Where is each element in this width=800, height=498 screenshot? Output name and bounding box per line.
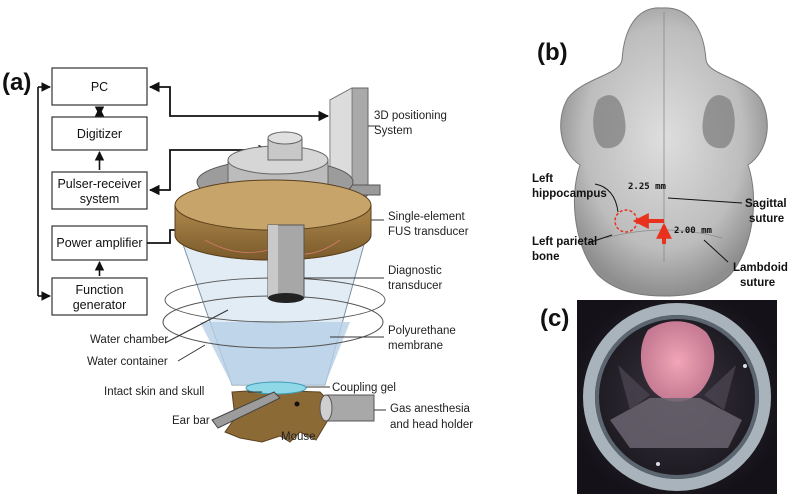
- membrane-label-line2: membrane: [388, 340, 443, 352]
- pc-box: PC: [51, 67, 148, 106]
- ear-bar: [211, 391, 281, 429]
- digitizer-box: Digitizer: [51, 116, 148, 151]
- head-holder: [319, 394, 375, 422]
- water-container-label: Water container: [87, 356, 168, 368]
- lambdoid-label-line2: suture: [740, 277, 775, 289]
- dist-vertical-label: 2.00 mm: [674, 226, 713, 236]
- gas-label-line2: and head holder: [390, 419, 473, 431]
- power-amplifier-box: Power amplifier: [51, 225, 148, 261]
- sagittal-leader: [667, 197, 743, 204]
- pulser-to-transducer-arrow: [148, 144, 270, 196]
- pulser-receiver-box: Pulser-receiver system: [51, 171, 148, 210]
- sagittal-label-line2: suture: [749, 213, 784, 225]
- digitizer-label: Digitizer: [77, 127, 122, 141]
- water-container: [162, 229, 386, 386]
- left-bus-line: [37, 82, 51, 301]
- membrane-label-line1: Polyurethane: [388, 325, 456, 337]
- fus-label-line2: FUS transducer: [388, 226, 469, 238]
- power-amp-label: Power amplifier: [56, 236, 142, 250]
- parietal-label-line2: bone: [532, 251, 559, 263]
- func-label-line2: generator: [73, 298, 127, 312]
- water-container-leader: [177, 344, 206, 362]
- diagnostic-transducer: [267, 224, 305, 303]
- func-label-line1: Function: [76, 283, 124, 297]
- lambdoid-label-line1: Lambdoid: [733, 262, 788, 274]
- pulser-label-line2: system: [80, 192, 120, 206]
- hippocampus-label-line2: hippocampus: [532, 188, 607, 200]
- parietal-leader: [587, 234, 613, 244]
- gel-label: Coupling gel: [332, 382, 396, 394]
- hippocampus-label-line1: Left: [532, 173, 553, 185]
- fus-transducer: [174, 179, 372, 261]
- panel-c-letter: (c): [540, 305, 569, 332]
- hippocampus-leader: [594, 183, 619, 213]
- gas-label-line1: Gas anesthesia: [390, 403, 471, 415]
- parietal-label-line1: Left parietal: [532, 236, 597, 248]
- photo-image: [577, 300, 777, 494]
- skull-image: [560, 7, 768, 297]
- skin-skull-label: Intact skin and skull: [104, 386, 204, 398]
- dist-horizontal-label: 2.25 mm: [628, 182, 667, 192]
- pc-label: PC: [91, 80, 108, 94]
- diag-label-line1: Diagnostic: [388, 265, 442, 277]
- lambdoid-leader: [703, 239, 729, 263]
- pc-to-positioning-arrow: [148, 81, 330, 122]
- panel-b-letter: (b): [537, 39, 568, 66]
- fus-label-line1: Single-element: [388, 211, 466, 223]
- positioning-label-line2: System: [374, 125, 412, 137]
- water-chamber-label: Water chamber: [90, 334, 168, 346]
- ear-bar-label: Ear bar: [172, 415, 210, 427]
- red-distance-arrows: [632, 213, 672, 244]
- panel-a-letter: (a): [2, 69, 31, 96]
- sagittal-label-line1: Sagittal: [745, 198, 787, 210]
- pulser-label-line1: Pulser-receiver: [57, 177, 141, 191]
- positioning-label-line1: 3D positioning: [374, 110, 447, 122]
- diag-label-line2: transducer: [388, 280, 443, 292]
- water-chamber-leader: [164, 309, 229, 344]
- mouse-label: Mouse: [281, 431, 316, 443]
- function-generator-box: Function generator: [51, 277, 148, 316]
